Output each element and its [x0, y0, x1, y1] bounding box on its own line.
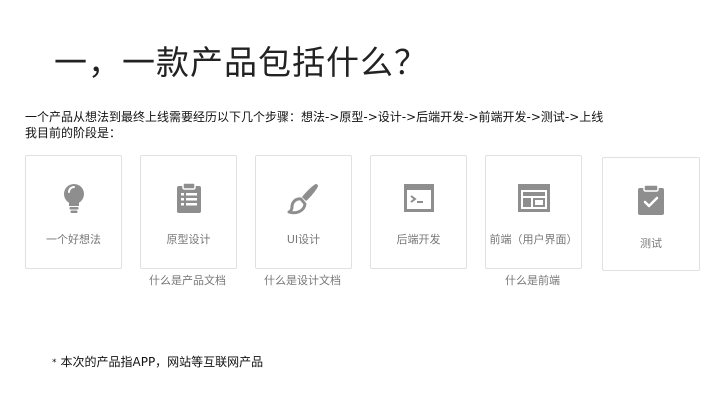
- step-label-prototype: 原型设计: [166, 233, 211, 246]
- description-line-2: 我目前的阶段是：: [25, 126, 122, 140]
- step-card-idea[interactable]: 一个好想法: [25, 155, 122, 269]
- step-label-frontend: 前端（用户界面）: [489, 233, 578, 246]
- step-card-frontend[interactable]: 前端（用户界面）: [485, 155, 582, 269]
- step-card-prototype[interactable]: 原型设计: [140, 155, 237, 269]
- step-label-idea: 一个好想法: [46, 233, 101, 246]
- footnote-star: *: [52, 358, 57, 368]
- slide-title: 一，一款产品包括什么？: [54, 43, 428, 82]
- lightbulb-icon: [63, 184, 84, 213]
- step-card-ui-design[interactable]: UI设计: [255, 155, 352, 269]
- description: 一个产品从想法到最终上线需要经历以下几个步骤：想法->原型->设计->后端开发-…: [25, 109, 603, 141]
- link-prototype-doc[interactable]: 什么是产品文档: [149, 274, 226, 287]
- paintbrush-icon: [287, 184, 318, 215]
- browser-layout-icon: [517, 184, 550, 212]
- link-frontend[interactable]: 什么是前端: [505, 274, 560, 287]
- link-design-doc[interactable]: 什么是设计文档: [264, 274, 341, 287]
- clipboard-list-icon: [176, 182, 201, 213]
- step-label-backend: 后端开发: [396, 233, 441, 246]
- terminal-window-icon: [403, 184, 434, 212]
- step-label-testing: 测试: [640, 237, 662, 250]
- footnote: *本次的产品指APP，网站等互联网产品: [52, 353, 263, 370]
- footnote-text: 本次的产品指APP，网站等互联网产品: [60, 355, 264, 369]
- step-card-backend[interactable]: 后端开发: [370, 155, 467, 269]
- clipboard-check-icon: [638, 184, 664, 215]
- description-line-1: 一个产品从想法到最终上线需要经历以下几个步骤：想法->原型->设计->后端开发-…: [25, 110, 604, 124]
- step-label-ui-design: UI设计: [286, 233, 321, 246]
- step-card-testing[interactable]: 测试: [602, 157, 700, 271]
